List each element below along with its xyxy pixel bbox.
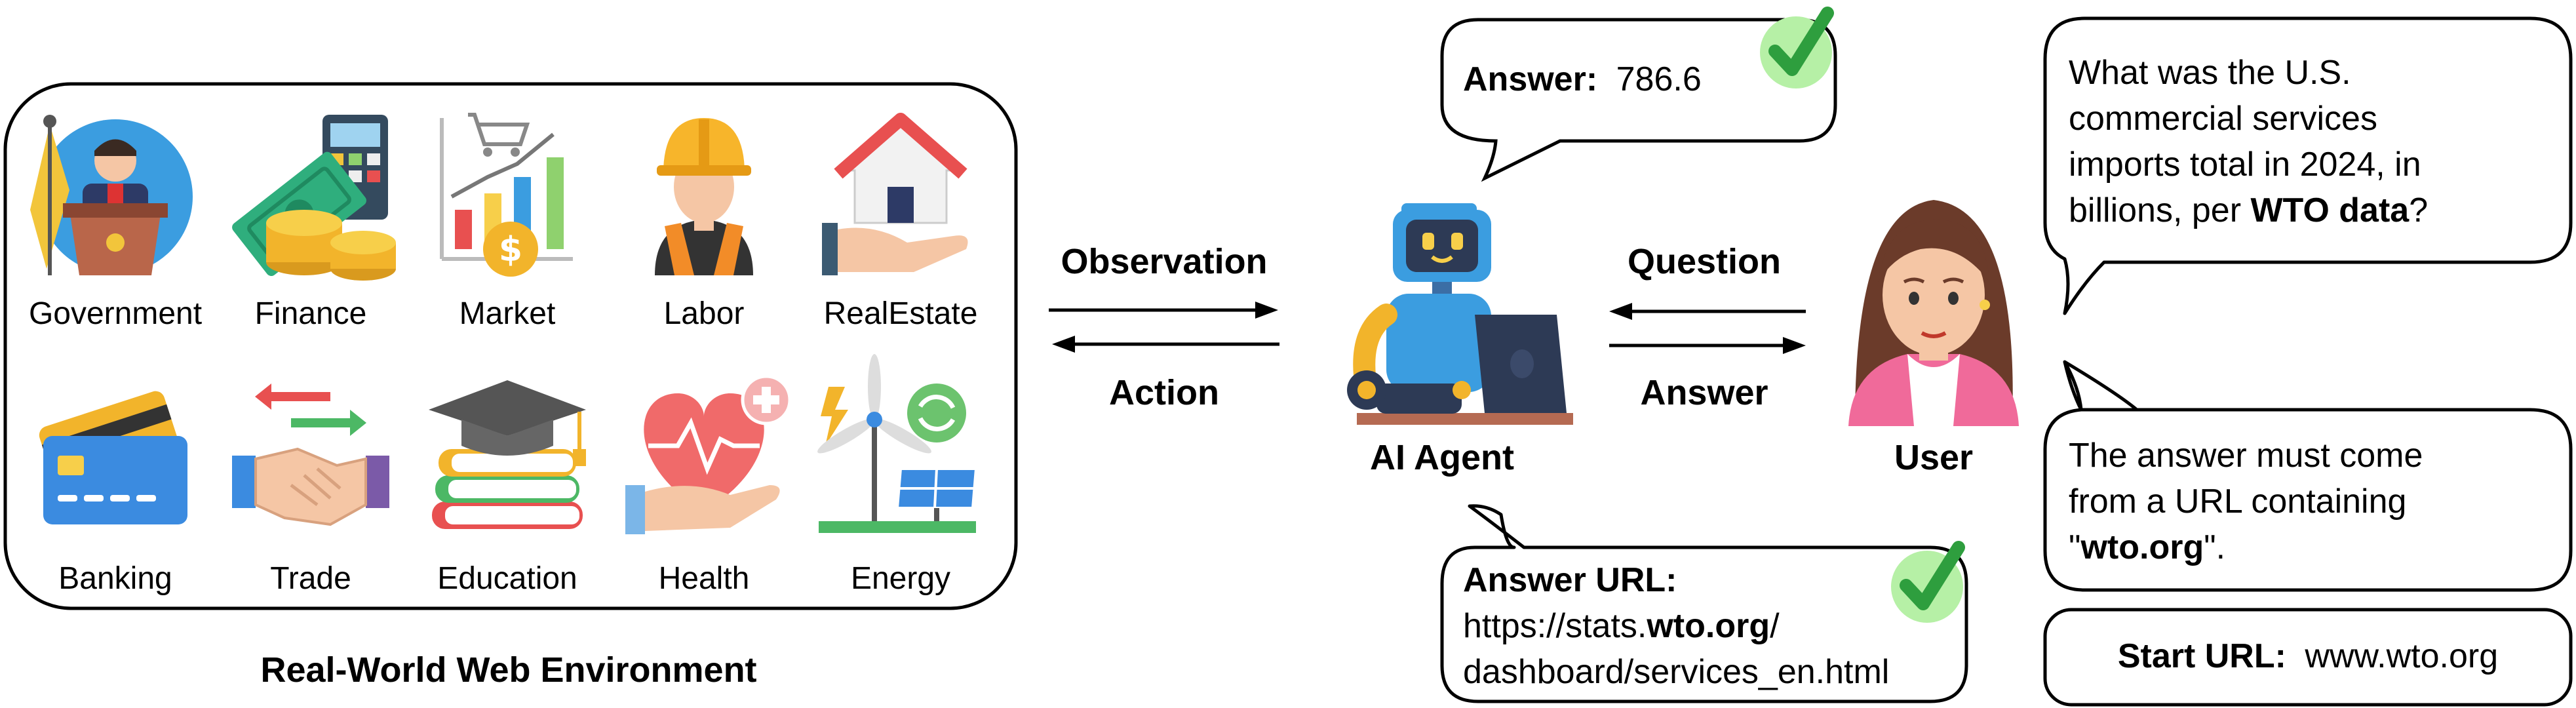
check-icon <box>1891 541 1965 623</box>
category-label-education: Education <box>437 561 577 596</box>
answer-label: Answer <box>1640 373 1768 412</box>
observation-arrow <box>1049 302 1278 319</box>
robot-icon <box>1347 203 1573 425</box>
action-arrow <box>1052 336 1279 353</box>
banking-icon <box>39 391 187 524</box>
svg-text:Start URL: www.wto.org: Start URL: www.wto.org <box>2118 637 2498 675</box>
question-line4-a: billions, per <box>2069 191 2250 229</box>
constraint-domain: wto.org <box>2080 528 2204 566</box>
answer-url-line1-a: https://stats. <box>1463 607 1647 645</box>
user-label: User <box>1894 438 1973 477</box>
user-avatar-icon <box>1848 200 2019 426</box>
constraint-quote-open: " <box>2069 528 2080 566</box>
question-arrow <box>1609 303 1806 320</box>
answer-url-title: Answer URL: <box>1463 561 1677 599</box>
constraint-line2: from a URL containing <box>2069 482 2406 521</box>
answer-url-bubble: Answer URL: https://stats.wto.org/ dashb… <box>1440 504 1968 703</box>
start-url-box: Start URL: www.wto.org <box>2043 608 2573 707</box>
question-line3: imports total in 2024, in <box>2069 146 2421 184</box>
energy-icon <box>817 354 978 533</box>
health-icon <box>625 374 792 534</box>
constraint-bubble: The answer must come from a URL containi… <box>2043 360 2573 592</box>
observation-label: Observation <box>1061 242 1267 281</box>
environment-caption: Real-World Web Environment <box>260 650 756 690</box>
category-label-energy: Energy <box>851 561 950 596</box>
svg-text:https://stats.wto.org/: https://stats.wto.org/ <box>1463 607 1780 645</box>
answer-arrow <box>1609 337 1806 354</box>
constraint-quote-close: ". <box>2204 528 2225 566</box>
answer-value: 786.6 <box>1616 60 1702 98</box>
category-label-labor: Labor <box>664 296 745 331</box>
agent-label: AI Agent <box>1370 438 1514 477</box>
realestate-icon <box>822 113 968 275</box>
question-line4-c: ? <box>2409 191 2428 229</box>
category-label-banking: Banking <box>58 561 172 596</box>
category-label-health: Health <box>659 561 750 596</box>
start-url-prefix: Start URL: <box>2118 637 2286 675</box>
question-wto-data: WTO data <box>2250 191 2410 229</box>
category-label-finance: Finance <box>255 296 367 331</box>
answer-url-domain: wto.org <box>1646 607 1770 645</box>
trade-icon <box>232 384 389 526</box>
education-icon <box>429 380 586 529</box>
answer-url-line2: dashboard/services_en.html <box>1463 653 1889 691</box>
check-icon <box>1760 7 1834 88</box>
category-label-market: Market <box>459 296 556 331</box>
question-label: Question <box>1628 242 1781 281</box>
question-line1: What was the U.S. <box>2069 54 2351 92</box>
action-label: Action <box>1109 373 1219 412</box>
category-label-trade: Trade <box>270 561 351 596</box>
question-bubble: What was the U.S. commercial services im… <box>2043 16 2573 315</box>
answer-url-line1-c: / <box>1770 607 1780 645</box>
svg-text:billions, per WTO data?: billions, per WTO data? <box>2069 191 2428 229</box>
svg-text:"wto.org".: "wto.org". <box>2069 528 2225 566</box>
category-label-government: Government <box>29 296 202 331</box>
svg-text:Answer: 786.6: Answer: 786.6 <box>1463 60 1702 98</box>
market-icon: $ <box>440 113 573 277</box>
labor-icon <box>655 118 753 275</box>
svg-text:$: $ <box>499 230 522 269</box>
answer-bubble: Answer: 786.6 <box>1440 18 1837 182</box>
category-label-realestate: RealEstate <box>824 296 978 331</box>
answer-prefix: Answer: <box>1463 60 1597 98</box>
finance-icon <box>232 115 396 281</box>
constraint-line1: The answer must come <box>2069 437 2423 475</box>
question-line2: commercial services <box>2069 100 2377 138</box>
start-url-value: www.wto.org <box>2304 637 2498 675</box>
government-icon <box>30 115 193 275</box>
